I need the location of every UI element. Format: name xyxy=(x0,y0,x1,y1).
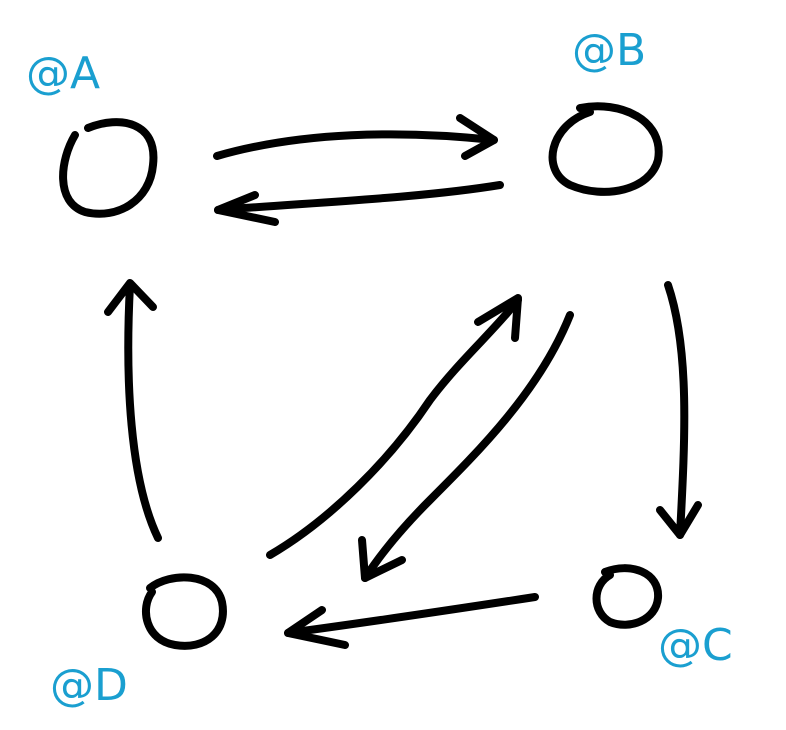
edge-b-to-c xyxy=(656,281,702,539)
edge-a-to-b xyxy=(213,114,498,160)
node-a-label: @A xyxy=(26,48,100,99)
edge-d-to-a xyxy=(104,279,162,542)
node-c-label: @C xyxy=(658,620,733,671)
edge-b-to-d xyxy=(358,311,574,582)
node-d-circle xyxy=(142,573,227,650)
node-b-label: @B xyxy=(572,25,646,76)
edge-c-to-d xyxy=(284,593,539,649)
node-d-label: @D xyxy=(50,660,128,711)
edge-d-to-b xyxy=(266,294,522,559)
node-a-circle xyxy=(59,118,158,218)
node-c-circle xyxy=(592,564,663,629)
edge-b-to-a xyxy=(214,181,504,226)
node-b-circle xyxy=(548,102,663,196)
